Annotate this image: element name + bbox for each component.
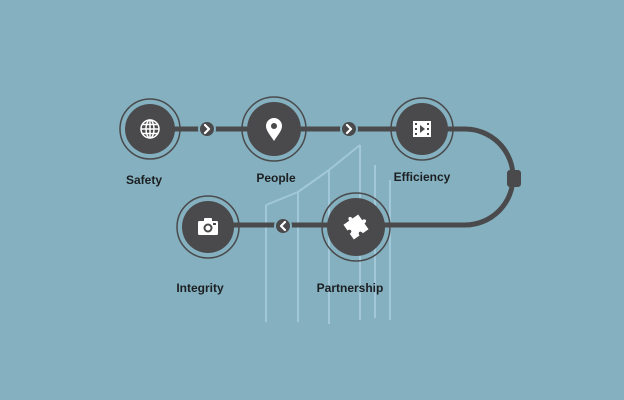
step-label-partnership: Partnership [316, 281, 384, 295]
globe-icon [140, 119, 160, 139]
connector-arrow-partnership-integrity [274, 217, 292, 235]
connector-arrow-people-efficiency [340, 120, 358, 138]
step-label-efficiency: Efficiency [393, 170, 451, 184]
path-end-tab [507, 170, 521, 187]
chevron-right-icon [203, 123, 211, 135]
step-label-safety: Safety [125, 173, 163, 187]
puzzle-piece-icon [343, 214, 369, 240]
map-pin-icon [266, 118, 282, 141]
chevron-left-icon [279, 220, 287, 232]
node-ring [119, 98, 181, 160]
step-node-integrity [176, 195, 240, 259]
step-node-safety [119, 98, 181, 160]
step-node-people [241, 96, 307, 162]
node-ring [390, 97, 454, 161]
connector-arrow-safety-people [198, 120, 216, 138]
step-node-partnership [321, 192, 391, 262]
node-ring [321, 192, 391, 262]
step-node-efficiency [390, 97, 454, 161]
camera-icon [198, 218, 218, 235]
step-label-people: People [256, 171, 296, 185]
film-play-icon [413, 121, 431, 137]
step-label-integrity: Integrity [176, 281, 224, 295]
node-ring [241, 96, 307, 162]
chevron-right-icon [345, 123, 353, 135]
node-ring [176, 195, 240, 259]
